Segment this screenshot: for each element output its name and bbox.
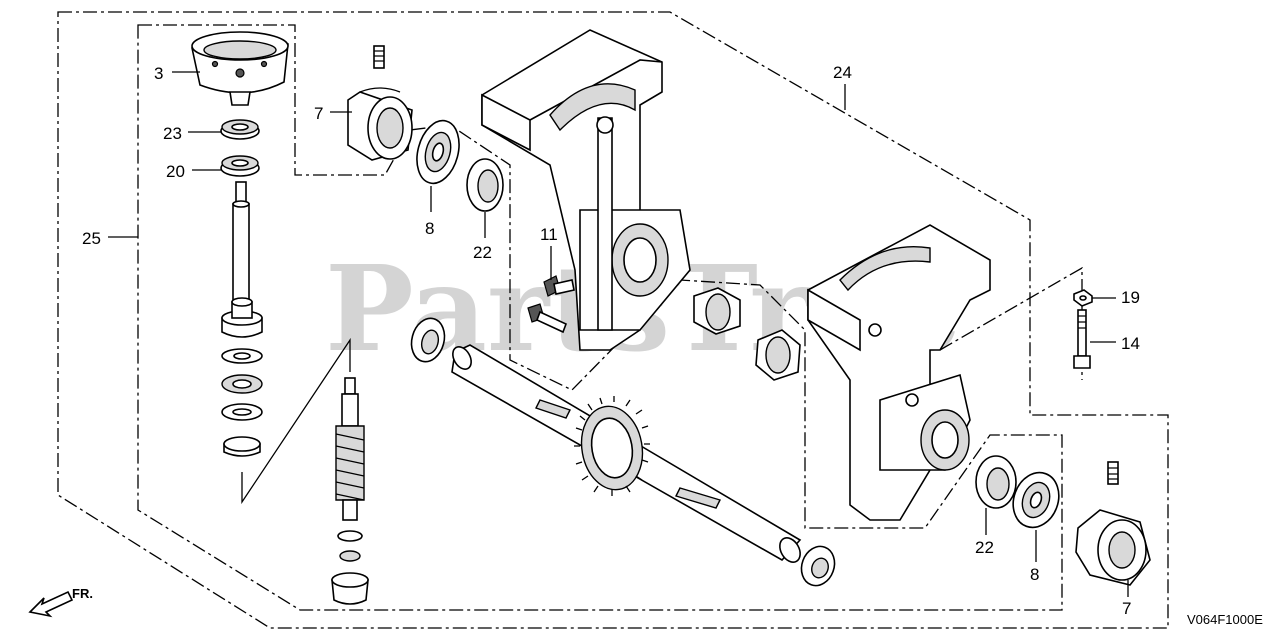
front-arrow-icon — [28, 590, 74, 618]
thrust-washer-right — [800, 545, 836, 587]
bolt-top-left — [373, 45, 385, 69]
callout-7-top[interactable]: 7 — [314, 104, 323, 123]
gear-case-left-half — [481, 29, 691, 351]
callout-23[interactable]: 23 — [163, 124, 182, 143]
gear-case-right-half — [807, 224, 991, 521]
callout-24[interactable]: 24 — [833, 63, 852, 82]
bolt-part-11 — [527, 275, 575, 334]
nut-part-19 — [1073, 289, 1093, 307]
front-direction-indicator: FR. — [28, 586, 93, 618]
callout-25[interactable]: 25 — [82, 229, 101, 248]
assembly-25-outline — [57, 11, 1169, 629]
bushing-part-22-top — [466, 158, 504, 212]
bushing-part-22-bottom — [975, 455, 1017, 509]
callout-3[interactable]: 3 — [154, 64, 163, 83]
clutch-drum-part-3 — [191, 31, 289, 106]
callout-8-bottom[interactable]: 8 — [1030, 565, 1039, 584]
bolt-bottom-right — [1107, 461, 1119, 485]
drum-part-7-top — [347, 87, 413, 161]
seal-part-8-bottom — [1012, 471, 1060, 529]
bolt-part-14 — [1073, 309, 1091, 369]
drum-part-7-bottom — [1075, 509, 1151, 586]
bushing-center-upper — [693, 287, 741, 335]
assembly-inner-outline — [137, 24, 1063, 611]
bearing-part-23 — [220, 119, 260, 140]
thrust-washer-left — [410, 317, 446, 363]
callout-19[interactable]: 19 — [1121, 288, 1140, 307]
callout-20[interactable]: 20 — [166, 162, 185, 181]
bushing-center-lower — [755, 329, 801, 381]
seal-part-8-top — [416, 119, 460, 185]
callout-22-top[interactable]: 22 — [473, 243, 492, 262]
callout-11[interactable]: 11 — [540, 225, 558, 244]
stack-guide-line — [241, 337, 351, 505]
washer-stack — [221, 348, 263, 457]
worm-gear — [574, 396, 650, 496]
diagram-code: V064F1000E — [1187, 612, 1263, 627]
front-label: FR. — [72, 586, 93, 601]
worm-shaft — [331, 377, 369, 605]
callout-22-bottom[interactable]: 22 — [975, 538, 994, 557]
callout-14[interactable]: 14 — [1121, 334, 1140, 353]
vertical-shaft — [232, 181, 250, 305]
callout-8-top[interactable]: 8 — [425, 219, 434, 238]
bearing-part-20 — [220, 155, 260, 177]
callout-7-bottom[interactable]: 7 — [1122, 599, 1131, 618]
shaft-collar — [221, 297, 263, 338]
